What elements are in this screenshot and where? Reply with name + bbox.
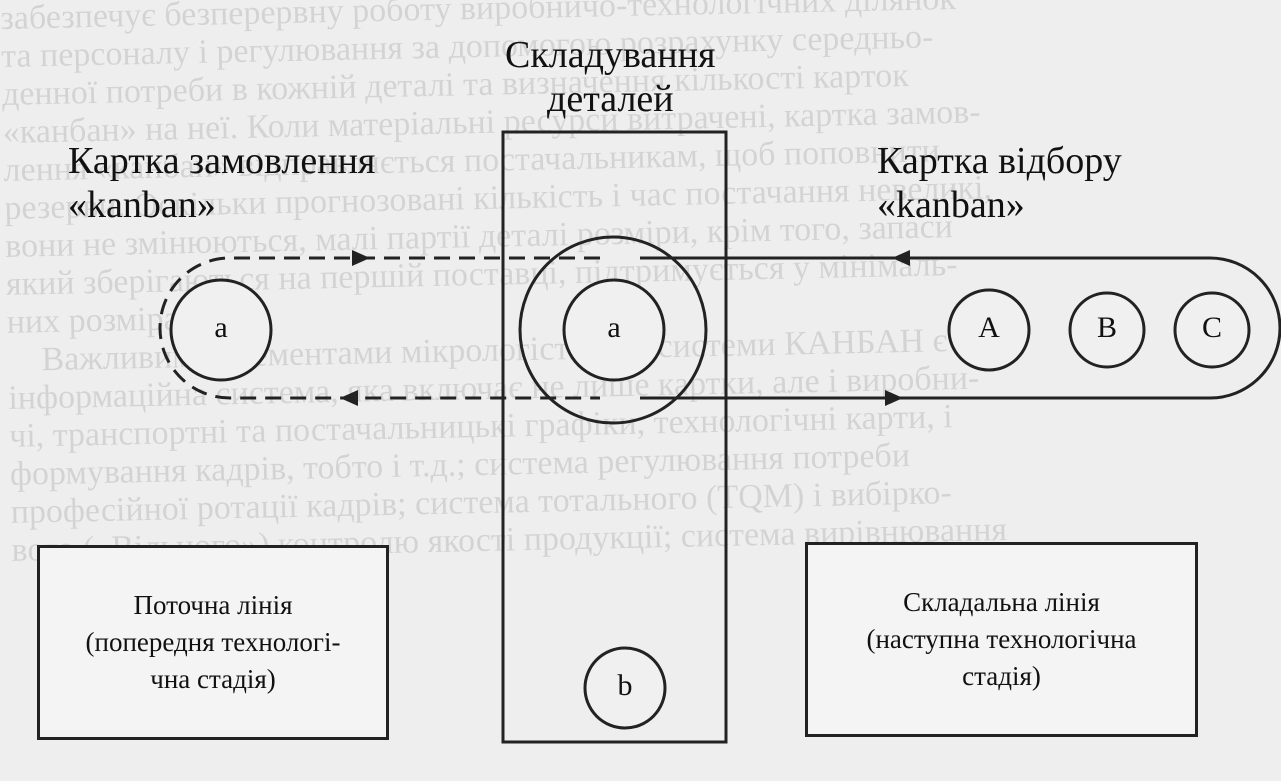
order-card-loop-path [158, 256, 600, 400]
pick-card-label-line2: «kanban» [877, 184, 1025, 226]
arrow-right-top-left [352, 250, 370, 266]
assembly-line-text-3: стадія) [962, 661, 1041, 691]
arrow-left-bottom-left [340, 390, 358, 406]
pick-card-label-line1: Картка відбору [877, 140, 1122, 182]
current-line-text-3: чна стадія) [150, 664, 276, 694]
circle-center-a-label: a [607, 311, 621, 344]
storage-title-line1: Складування [505, 34, 716, 76]
circle-left-a-label: a [214, 311, 228, 344]
assembly-line-box: Складальна лінія (наступна технологічна … [805, 542, 1198, 737]
arrow-right-bottom-right [885, 390, 903, 406]
circle-A-label: A [978, 311, 1000, 344]
circle-left-a [169, 278, 273, 382]
circle-b-label: b [617, 669, 633, 702]
order-card-label-line2: «kanban» [68, 184, 216, 226]
circle-b [583, 646, 667, 730]
circle-center-a [562, 278, 666, 382]
storage-title-line2: деталей [547, 78, 674, 120]
storage-rectangle [501, 130, 728, 744]
current-line-text-2: (попередня технологі- [85, 627, 341, 657]
center-outer-ring [518, 235, 708, 425]
assembly-line-text-1: Складальна лінія [903, 587, 1100, 617]
circle-C [1173, 291, 1251, 369]
current-line-box: Поточна лінія (попередня технологі- чна … [37, 545, 389, 740]
circle-C-label: C [1201, 311, 1222, 344]
current-line-text-1: Поточна лінія [133, 590, 293, 620]
arrow-left-top-right [892, 250, 910, 266]
circle-A [947, 288, 1031, 372]
assembly-line-text-2: (наступна технологічна [866, 624, 1137, 654]
order-card-label-line1: Картка замовлення [68, 140, 376, 182]
pick-card-loop-path [640, 256, 1281, 400]
circle-B [1068, 291, 1146, 369]
circle-B-label: B [1096, 311, 1117, 344]
